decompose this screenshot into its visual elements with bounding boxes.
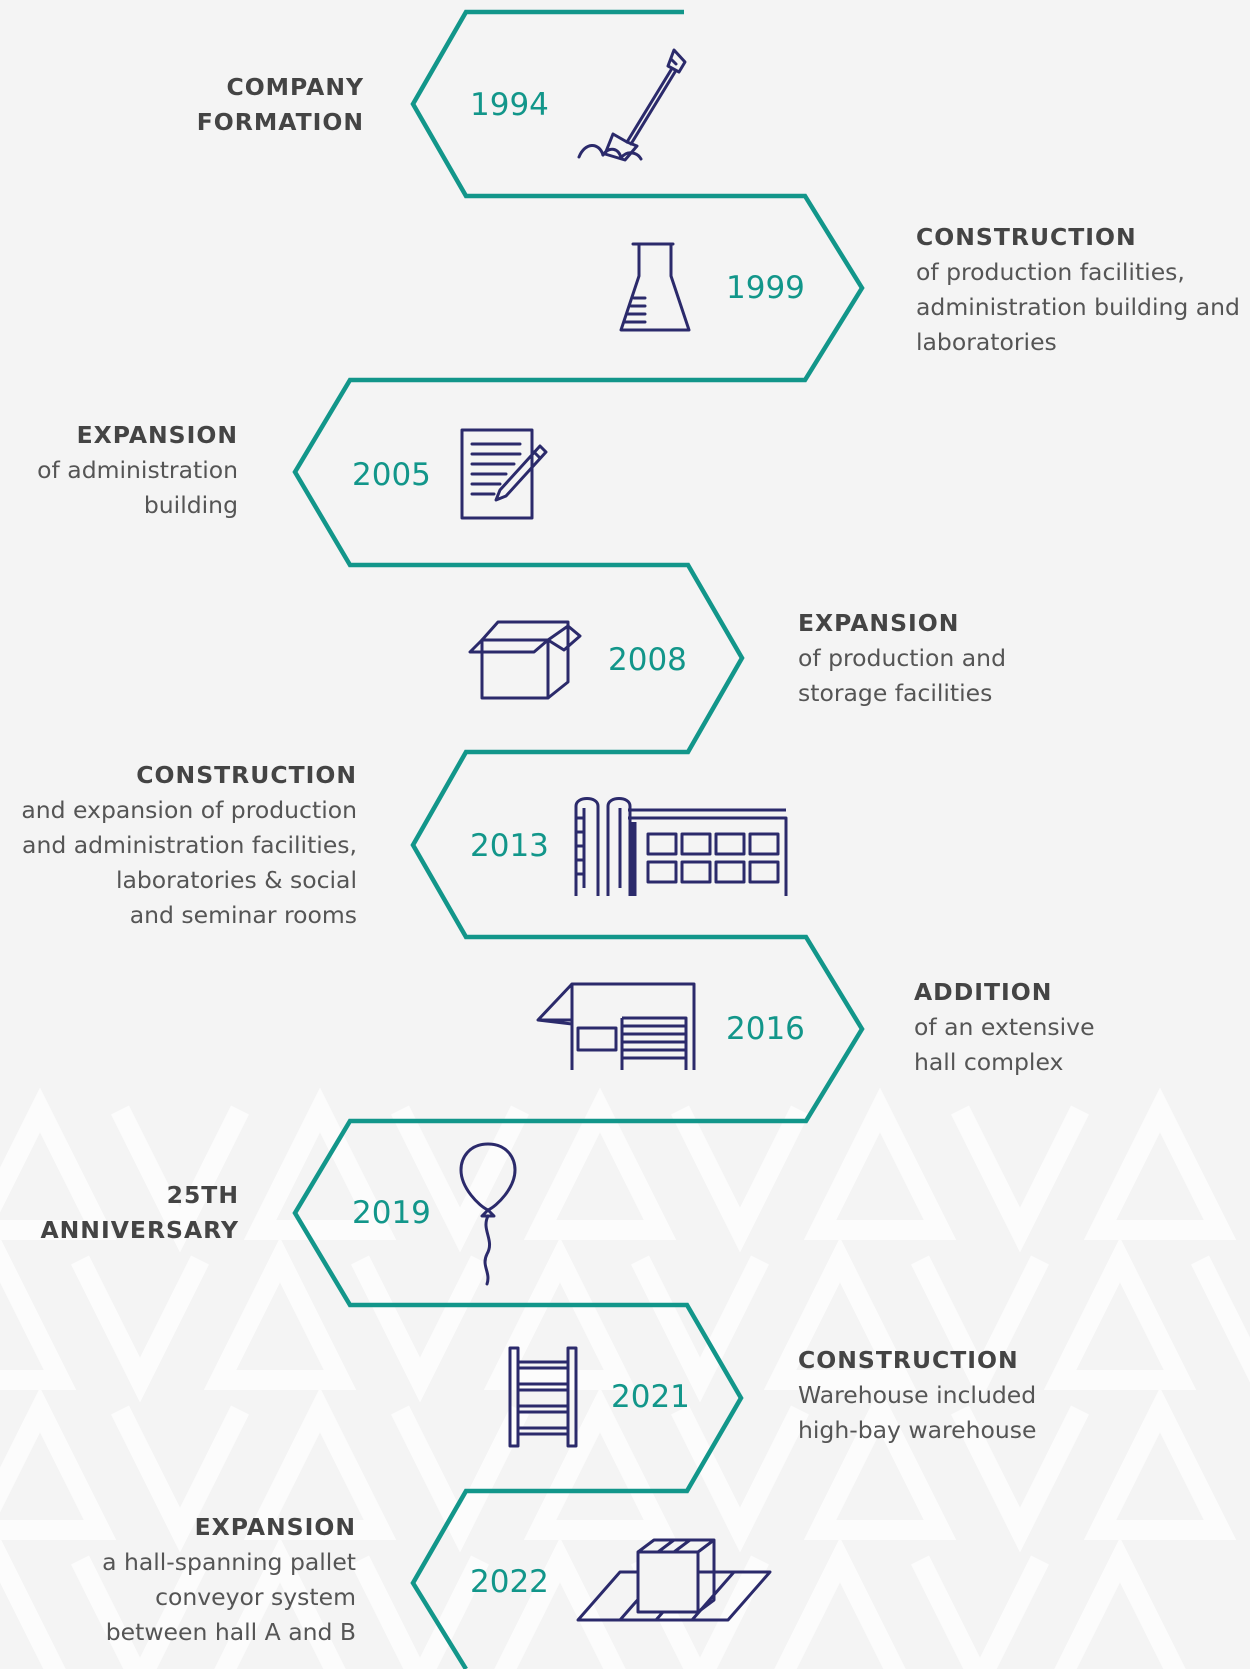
open-box-icon xyxy=(468,620,582,700)
factory-silo-icon xyxy=(574,797,788,896)
milestone-year: 2022 xyxy=(470,1564,549,1600)
milestone-year: 2008 xyxy=(608,642,687,678)
shelf-rack-icon xyxy=(508,1346,578,1448)
document-pen-icon xyxy=(460,428,548,520)
milestone-description: COMPANY FORMATION xyxy=(4,70,364,140)
milestone-text: Warehouse included high-bay warehouse xyxy=(798,1381,1037,1444)
conveyor-box-icon xyxy=(576,1538,772,1622)
milestone-text: and expansion of production and administ… xyxy=(21,796,357,929)
milestone-heading: EXPANSION xyxy=(798,609,960,637)
balloon-icon xyxy=(459,1142,517,1286)
milestone-year: 2005 xyxy=(352,457,431,493)
milestone-description: ADDITION of an extensive hall complex xyxy=(914,975,1250,1080)
hall-garage-icon xyxy=(536,982,696,1070)
timeline-zigzag-line xyxy=(292,9,865,1669)
milestone-text: of administration building xyxy=(37,456,238,519)
milestone-year: 1994 xyxy=(470,87,549,123)
milestone-heading: 25TH ANNIVERSARY xyxy=(40,1181,239,1244)
milestone-description: EXPANSION of administration building xyxy=(0,418,238,523)
milestone-text: a hall-spanning pallet conveyor system b… xyxy=(102,1548,356,1646)
milestone-text: of production and storage facilities xyxy=(798,644,1006,707)
milestone-description: CONSTRUCTION and expansion of production… xyxy=(0,758,357,933)
milestone-heading: ADDITION xyxy=(914,978,1053,1006)
milestone-description: CONSTRUCTION of production facilities, a… xyxy=(916,220,1250,360)
milestone-description: EXPANSION of production and storage faci… xyxy=(798,606,1148,711)
milestone-text: of an extensive hall complex xyxy=(914,1013,1095,1076)
milestone-year: 1999 xyxy=(726,270,805,306)
flask-icon xyxy=(619,242,691,332)
milestone-heading: EXPANSION xyxy=(76,421,238,449)
shovel-icon xyxy=(577,48,687,162)
milestone-heading: CONSTRUCTION xyxy=(916,223,1137,251)
milestone-heading: CONSTRUCTION xyxy=(136,761,357,789)
milestone-description: EXPANSION a hall-spanning pallet conveyo… xyxy=(0,1510,356,1650)
milestone-description: 25TH ANNIVERSARY xyxy=(0,1178,239,1248)
milestone-year: 2013 xyxy=(470,828,549,864)
milestone-year: 2021 xyxy=(611,1379,690,1415)
milestone-heading: CONSTRUCTION xyxy=(798,1346,1019,1374)
milestone-text: of production facilities, administration… xyxy=(916,258,1240,356)
milestone-description: CONSTRUCTION Warehouse included high-bay… xyxy=(798,1343,1150,1448)
milestone-heading: COMPANY FORMATION xyxy=(196,73,364,136)
milestone-heading: EXPANSION xyxy=(194,1513,356,1541)
milestone-year: 2019 xyxy=(352,1195,431,1231)
milestone-year: 2016 xyxy=(726,1011,805,1047)
